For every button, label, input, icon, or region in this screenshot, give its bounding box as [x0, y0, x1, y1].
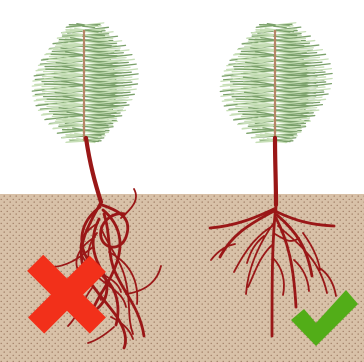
needle: [51, 54, 83, 55]
needle: [235, 94, 274, 95]
needle: [49, 104, 83, 105]
needle: [44, 84, 82, 85]
needle: [51, 109, 83, 110]
right-stem: [275, 138, 276, 205]
needle: [234, 89, 274, 90]
needle: [46, 69, 83, 70]
needle: [238, 59, 274, 60]
needle: [246, 119, 274, 120]
needle: [243, 114, 274, 115]
left-stem: [86, 138, 101, 202]
needle: [246, 44, 274, 45]
needle: [49, 59, 83, 60]
needle: [44, 79, 82, 80]
needle: [56, 44, 82, 45]
needle: [56, 119, 82, 120]
right-needles: [220, 23, 332, 143]
needle: [54, 114, 83, 115]
needle: [235, 69, 274, 70]
needle: [46, 94, 83, 95]
needle: [243, 49, 274, 50]
needle: [238, 104, 274, 105]
needle: [234, 74, 274, 75]
left-needles: [32, 23, 138, 143]
needle: [47, 99, 83, 100]
needle: [233, 84, 274, 85]
needle: [236, 64, 274, 65]
needle: [59, 124, 82, 125]
needle: [233, 79, 274, 80]
needle: [240, 109, 273, 110]
needle: [45, 89, 83, 90]
needle: [249, 124, 274, 125]
needle: [236, 99, 274, 100]
needle: [47, 64, 83, 65]
needle: [59, 39, 82, 40]
needle: [45, 74, 83, 75]
needle: [249, 39, 274, 40]
needle: [54, 49, 83, 50]
needle: [240, 54, 273, 55]
